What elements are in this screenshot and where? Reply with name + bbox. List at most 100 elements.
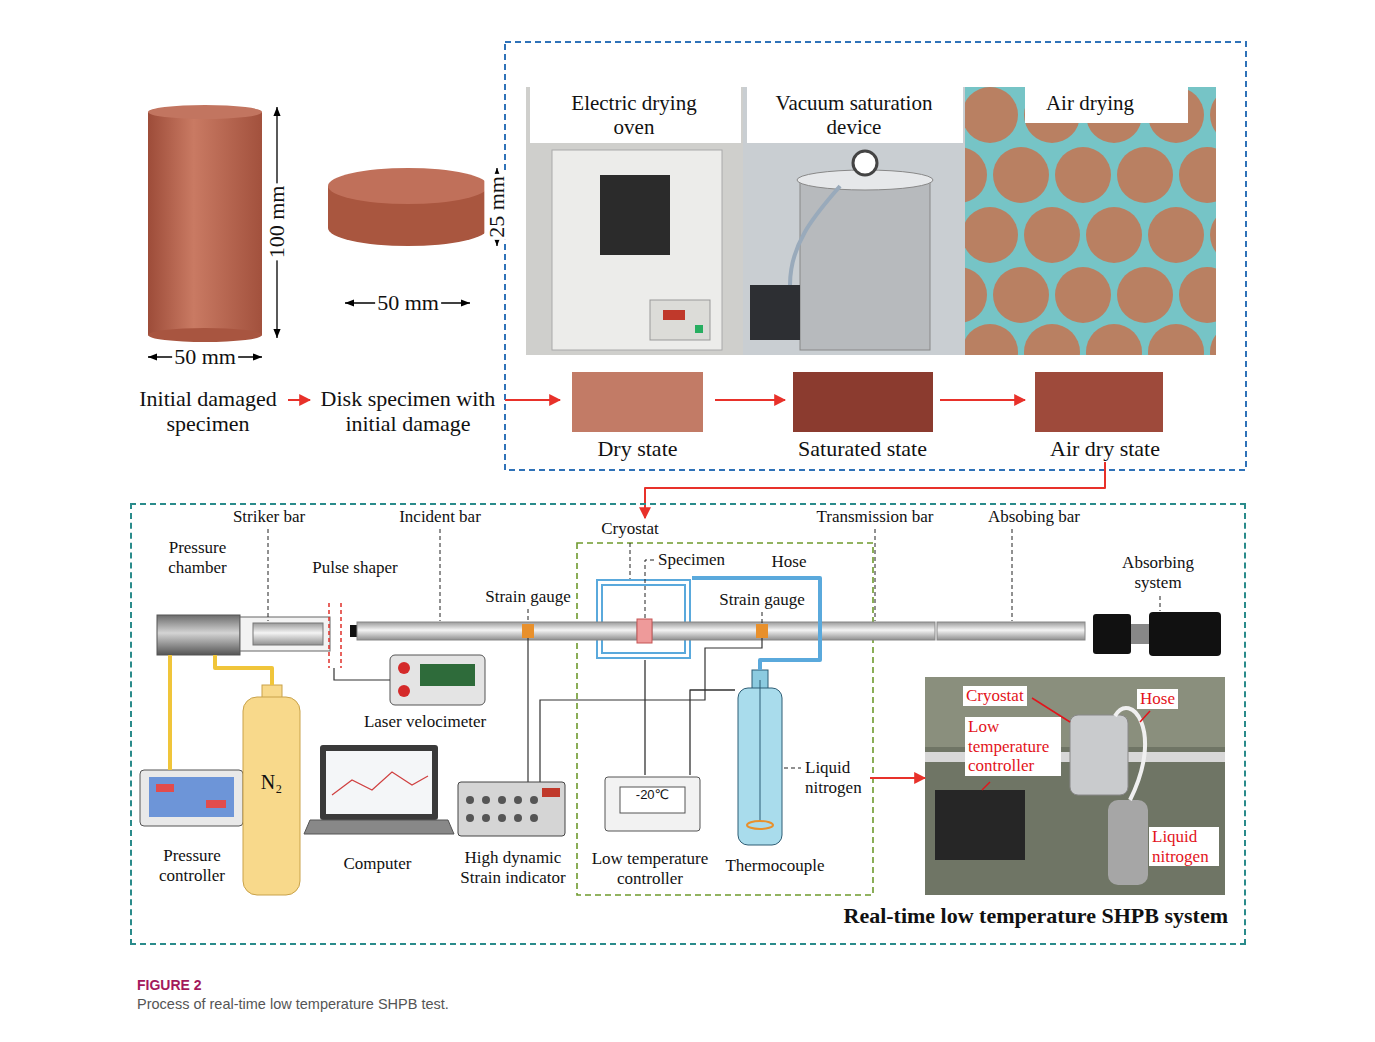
oven-photo (526, 87, 743, 355)
node-text: Liquid nitrogen (805, 758, 869, 797)
connector (168, 655, 172, 770)
pressure-controller-drawing (156, 784, 174, 792)
connector (215, 655, 272, 685)
part-label: Strain gauge (485, 587, 570, 607)
laptop (332, 772, 428, 795)
connector (644, 660, 645, 775)
drying-photo (965, 87, 1216, 355)
state-sample: Dry state (560, 368, 715, 462)
part-label: 50 mm (375, 290, 441, 315)
drying-photo (1055, 267, 1111, 323)
part-label: Transmission bar (817, 507, 934, 527)
drying-photo (965, 87, 1018, 143)
laptop (326, 751, 432, 814)
node-text: Disk specimen with initial damage (320, 386, 496, 437)
drying-photo (1024, 207, 1080, 263)
vacuum-photo (747, 87, 963, 143)
figure-number: FIGURE 2 (137, 977, 202, 993)
equipment-photo: CryostatHoseLow temperature controllerLi… (925, 677, 1225, 895)
part-label: 25 mm (484, 174, 509, 240)
nitrogen-dewar (738, 670, 782, 845)
dimension-line (148, 107, 497, 357)
pressure-controller-drawing (140, 770, 243, 826)
cylinder-specimen (148, 328, 262, 342)
drying-photo (1117, 267, 1173, 323)
drying-photo (965, 87, 1216, 355)
vacuum-photo (800, 180, 930, 350)
drying-photo (1055, 147, 1111, 203)
node-text: Electric drying oven (559, 91, 709, 139)
leader-line (875, 529, 876, 621)
photo-panel: Air drying (965, 87, 1216, 355)
node-text: Low temperature controller (965, 717, 1061, 776)
part-label: Thermocouple (725, 856, 824, 876)
connector (870, 777, 925, 779)
nitrogen-dewar (747, 821, 773, 829)
pressure-chamber-drawing (157, 615, 330, 655)
signal-wire (527, 638, 528, 782)
temperature-controller-drawing (605, 777, 700, 831)
strain-indicator-drawing (530, 796, 538, 804)
low-temperature-zone (577, 543, 873, 895)
leader-line (528, 609, 529, 623)
vacuum-photo (743, 87, 965, 355)
strain-indicator-drawing (542, 788, 560, 797)
node-text: Dry state (560, 436, 715, 461)
strain-indicator-drawing (458, 782, 565, 836)
vacuum-photo (790, 186, 840, 285)
oven-photo (600, 175, 670, 255)
equipment-photo-drawing (925, 677, 1225, 895)
cylinder-specimen (148, 105, 262, 119)
drying-photo (1117, 147, 1173, 203)
cryostat-drawing (602, 585, 685, 653)
strain-indicator-drawing (466, 796, 474, 804)
oven-photo (526, 87, 743, 355)
node-text: Hose (1137, 689, 1178, 709)
leader-line (630, 543, 631, 579)
disk-drawing (328, 168, 488, 246)
cylinder-specimen (148, 112, 262, 335)
liquid-nitrogen-tank: Liquid nitrogen (735, 670, 870, 848)
pulse-shaper (350, 625, 357, 637)
drying-photo (1179, 147, 1216, 203)
strain-indicator-drawing (466, 814, 474, 822)
laser-velocimeter-drawing (398, 685, 410, 697)
node-text: Cryostat (595, 519, 665, 539)
drying-photo (1086, 207, 1142, 263)
laser-velocimeter-drawing (390, 655, 485, 705)
drying-photo (1210, 87, 1216, 143)
connector (505, 399, 560, 401)
figure-caption: Process of real-time low temperature SHP… (137, 996, 449, 1012)
signal-wire (334, 668, 390, 680)
drying-photo (965, 207, 1018, 263)
vacuum-photo (853, 151, 877, 175)
connector (940, 399, 1025, 401)
drying-photo (1024, 324, 1080, 355)
node-text: Vacuum saturation device (761, 91, 947, 139)
leader-line (268, 529, 269, 621)
pressure-chamber-drawing (157, 615, 240, 655)
node-text: Liquid nitrogen (1149, 827, 1219, 866)
low-temperature-zone (577, 543, 873, 895)
photo-panel: Vacuum saturation device (743, 87, 965, 355)
laser-velocimeter: Laser velocimeter (355, 652, 495, 734)
drying-photo (965, 324, 1018, 355)
equipment-photo-drawing (1070, 715, 1128, 795)
drying-photo (965, 147, 987, 203)
part-label: Striker bar (233, 507, 305, 527)
part-label: Absobing bar (988, 507, 1080, 527)
bar (652, 622, 935, 640)
connector (288, 399, 310, 401)
part-label: 100 mm (264, 184, 289, 261)
connector (692, 578, 820, 670)
pressure-controller-drawing (206, 800, 226, 808)
connector (715, 399, 785, 401)
node-text: -20℃ (620, 788, 685, 803)
oven-photo (695, 325, 703, 333)
strain-indicator-drawing (514, 796, 522, 804)
laptop (320, 745, 438, 820)
pressure-controller-drawing (149, 777, 234, 817)
node-text: Pressure controller (132, 846, 252, 885)
